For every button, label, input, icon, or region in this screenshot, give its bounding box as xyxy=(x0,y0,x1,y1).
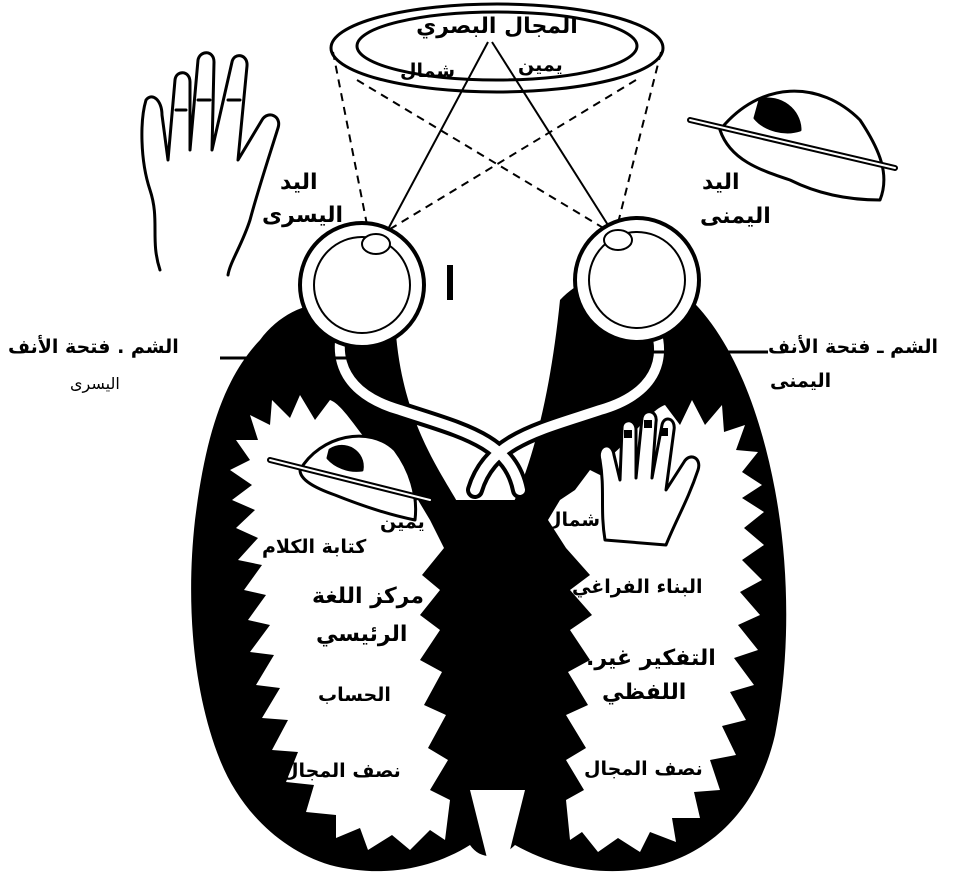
smell-left-label-2: اليسرى xyxy=(70,376,120,392)
smell-right-label-1: الشم ـ فتحة الأنف xyxy=(768,338,938,357)
language-center-label-1: مركز اللغة xyxy=(312,586,424,608)
visual-field-right-label: يمين xyxy=(518,56,563,75)
right-half-field-label: نصف المجال xyxy=(584,760,703,779)
left-hand-drawing xyxy=(142,53,279,275)
visual-field-left-label: شمال xyxy=(400,62,455,81)
language-center-label-2: الرئيسي xyxy=(316,624,407,646)
left-hand-label-2: اليسرى xyxy=(262,205,343,227)
smell-left-label-1: الشم . فتحة الأنف xyxy=(8,338,179,357)
left-half-field-label: نصف المجال xyxy=(282,762,401,781)
visual-field-title: المجال البصري xyxy=(372,16,622,38)
central-mass xyxy=(448,500,548,790)
left-hemisphere-right-word: يمين xyxy=(380,513,425,532)
arithmetic-label: الحساب xyxy=(318,686,391,705)
right-eye xyxy=(575,218,699,342)
right-hand-label-1: اليد xyxy=(702,172,740,194)
right-hemisphere-left-word: شمال xyxy=(545,511,600,530)
left-eye xyxy=(300,223,424,347)
right-hand-label-2: اليمنى xyxy=(700,206,771,228)
spatial-construction-label: البناء الفراغي xyxy=(572,578,702,597)
nonverbal-thinking-label-1: التفكير غير. xyxy=(586,648,716,670)
writing-speech-label: كتابة الكلام xyxy=(262,538,366,557)
smell-right-label-2: اليمنى xyxy=(770,372,831,391)
left-hand-label-1: اليد xyxy=(280,172,318,194)
nonverbal-thinking-label-2: اللفظي xyxy=(602,682,686,704)
